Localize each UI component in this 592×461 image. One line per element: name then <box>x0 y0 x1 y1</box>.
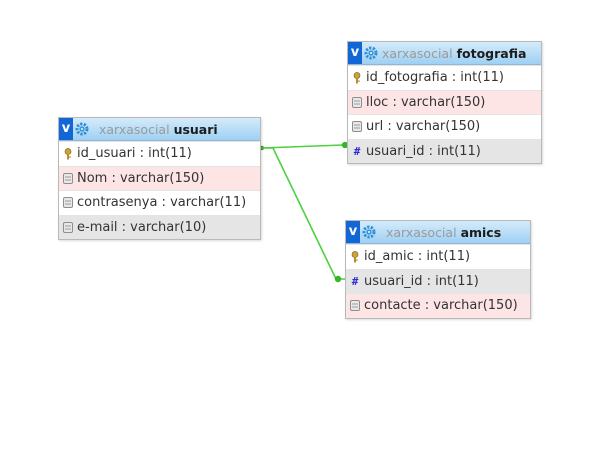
relation-end-dot <box>334 275 342 283</box>
gear-icon[interactable] <box>362 42 380 64</box>
field-icon <box>348 96 366 108</box>
key-icon <box>59 147 77 160</box>
key-icon <box>348 71 366 84</box>
column-label: lloc : varchar(150) <box>366 94 486 110</box>
column-row[interactable]: id_fotografia : int(11) <box>348 65 541 90</box>
table-amics[interactable]: v xarxasocial amics id_amic : int(11) # … <box>345 220 531 319</box>
key-icon <box>346 250 364 263</box>
column-row[interactable]: # usuari_id : int(11) <box>346 268 530 293</box>
field-icon <box>59 172 77 184</box>
table-name: amics <box>460 224 502 240</box>
database-name: xarxasocial <box>99 121 170 137</box>
column-label: id_amic : int(11) <box>364 249 471 265</box>
hash-icon: # <box>353 144 361 158</box>
column-label: Nom : varchar(150) <box>77 170 205 186</box>
table-header[interactable]: v xarxasocial amics <box>346 221 530 244</box>
table-header[interactable]: v xarxasocial fotografia <box>348 42 541 65</box>
toggle-button[interactable]: v <box>348 42 362 64</box>
field-icon <box>348 121 366 133</box>
column-row[interactable]: contacte : varchar(150) <box>346 293 530 318</box>
column-row[interactable]: url : varchar(150) <box>348 114 541 139</box>
column-label: contacte : varchar(150) <box>364 298 518 314</box>
column-row[interactable]: id_amic : int(11) <box>346 244 530 269</box>
relation-end-dot <box>341 141 349 149</box>
column-label: id_usuari : int(11) <box>77 146 192 162</box>
table-usuari[interactable]: v xarxasocial usuari id_usuari : int(11)… <box>58 117 261 240</box>
column-label: url : varchar(150) <box>366 119 481 135</box>
column-row[interactable]: e-mail : varchar(10) <box>59 214 260 239</box>
table-name: fotografia <box>456 45 527 61</box>
column-row[interactable]: contrasenya : varchar(11) <box>59 190 260 215</box>
column-label: contrasenya : varchar(11) <box>77 195 247 211</box>
column-row[interactable]: id_usuari : int(11) <box>59 141 260 166</box>
field-icon <box>59 197 77 209</box>
relation-usuari-amics <box>262 147 346 280</box>
table-name: usuari <box>173 121 218 137</box>
table-fotografia[interactable]: v xarxasocial fotografia id_fotografia :… <box>347 41 542 164</box>
table-header[interactable]: v xarxasocial usuari <box>59 118 260 141</box>
column-label: usuari_id : int(11) <box>364 273 479 289</box>
column-label: e-mail : varchar(10) <box>77 219 207 235</box>
column-row[interactable]: lloc : varchar(150) <box>348 89 541 114</box>
hash-icon: # <box>351 274 359 288</box>
toggle-button[interactable]: v <box>346 221 360 243</box>
relation-usuari-fotografia <box>261 144 348 149</box>
gear-icon[interactable] <box>73 118 91 140</box>
toggle-button[interactable]: v <box>59 118 73 140</box>
database-name: xarxasocial <box>386 224 457 240</box>
database-name: xarxasocial <box>382 45 453 61</box>
column-label: usuari_id : int(11) <box>366 143 481 159</box>
column-label: id_fotografia : int(11) <box>366 70 504 86</box>
field-icon <box>59 221 77 233</box>
column-row[interactable]: # usuari_id : int(11) <box>348 138 541 163</box>
column-row[interactable]: Nom : varchar(150) <box>59 165 260 190</box>
gear-icon[interactable] <box>360 221 378 243</box>
field-icon <box>346 300 364 312</box>
